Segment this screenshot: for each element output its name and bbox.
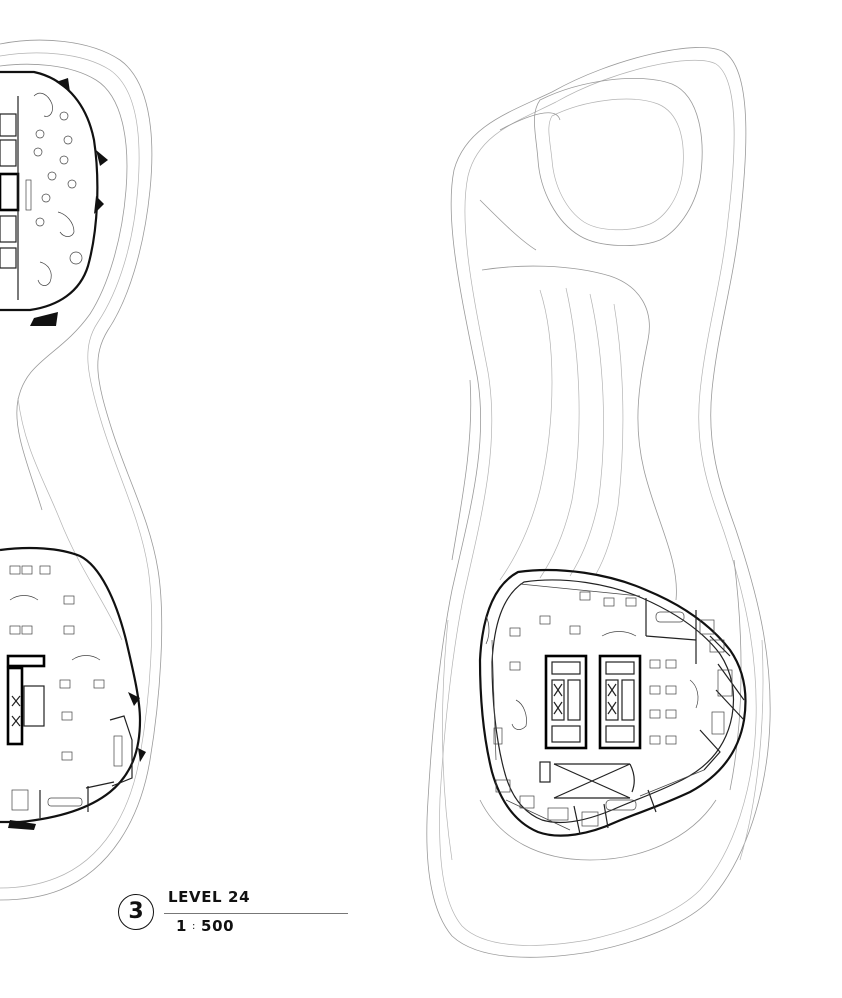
drawing-scale: 1:500 <box>176 917 234 935</box>
view-number-badge: 3 <box>118 894 154 930</box>
right-tower-meeting-rooms <box>645 598 745 771</box>
level-title: LEVEL 24 <box>168 888 251 906</box>
right-tower-desk-clusters <box>485 591 699 809</box>
title-underline <box>164 913 348 914</box>
scale-right: 500 <box>201 917 235 935</box>
right-tower-cores <box>544 654 642 750</box>
right-tower-bottom-rooms <box>547 789 657 835</box>
left-tower-site-outline <box>0 39 163 901</box>
drawing-title-block: 3 LEVEL 24 1:500 <box>118 884 350 944</box>
left-tower-lower-floorplate <box>0 546 146 830</box>
left-tower-upper-floorplate <box>0 70 108 326</box>
right-tower-floorplate <box>478 568 747 837</box>
scale-left: 1 <box>176 917 188 935</box>
right-tower-lobby <box>539 761 635 799</box>
right-tower-perimeter-stations <box>491 583 705 831</box>
left-meeting-rooms <box>11 715 133 818</box>
right-tower-site-outline <box>426 47 771 958</box>
scale-separator: : <box>192 921 197 932</box>
left-desk-clusters <box>9 565 105 761</box>
